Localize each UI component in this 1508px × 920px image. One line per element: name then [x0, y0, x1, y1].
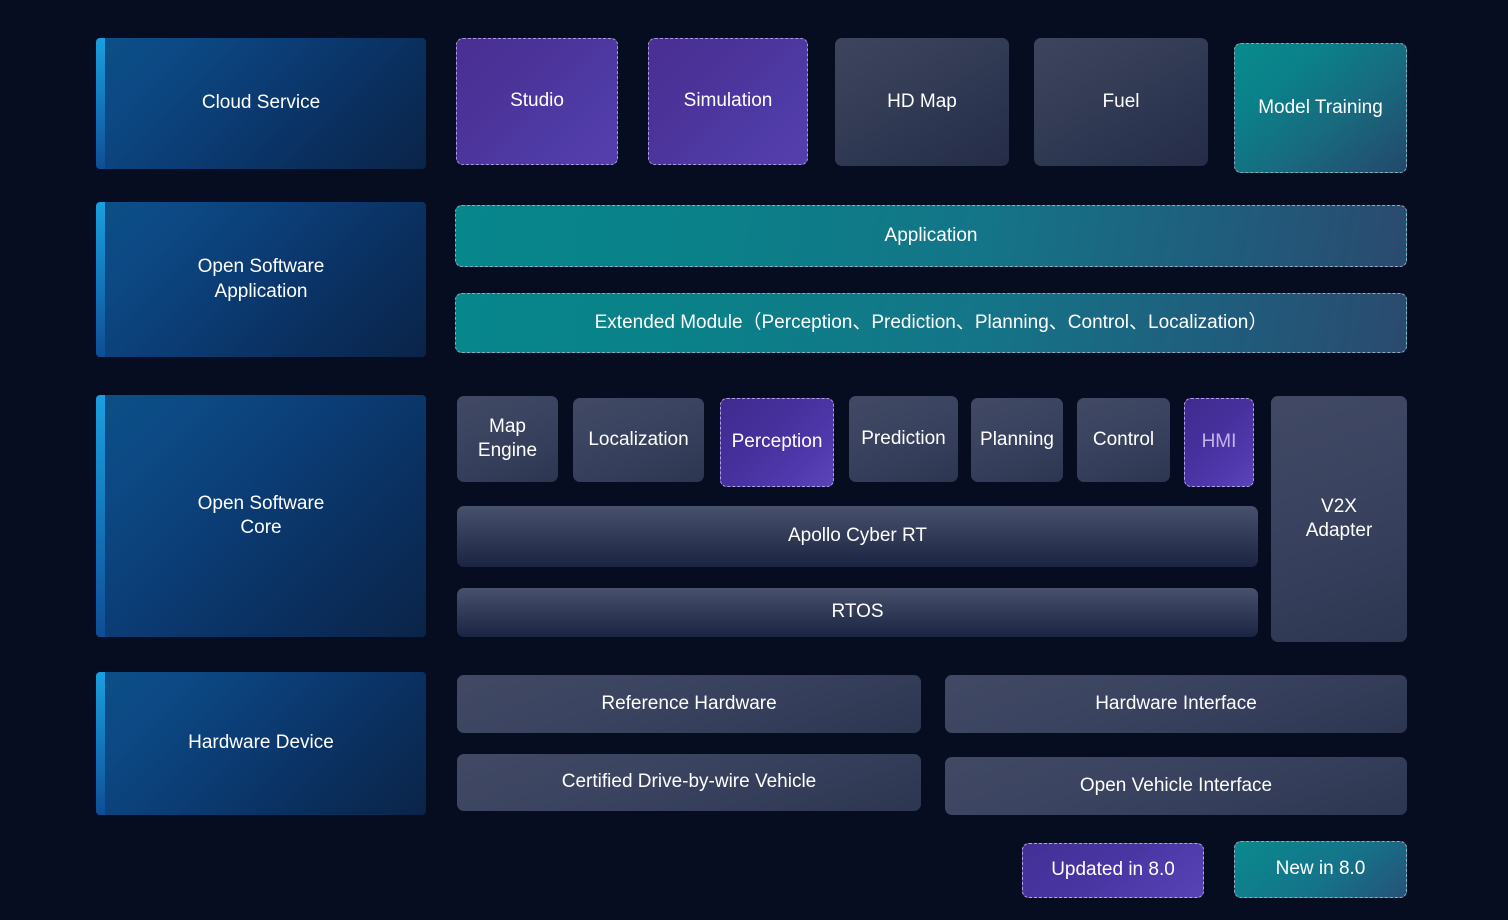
- core-module-label: Prediction: [861, 427, 946, 449]
- hardware-item-certified-drive-by-wire[interactable]: Certified Drive-by-wire Vehicle: [457, 754, 921, 811]
- legend-item-updated[interactable]: Updated in 8.0: [1022, 843, 1204, 898]
- core-module-planning[interactable]: Planning: [971, 398, 1063, 482]
- stage-accent-bar: [96, 38, 105, 169]
- core-module-label: Control: [1092, 428, 1155, 450]
- cloud-item-model-training[interactable]: Model Training: [1234, 43, 1407, 173]
- cloud-item-label: HD Map: [887, 90, 957, 112]
- core-module-hmi[interactable]: HMI: [1184, 398, 1254, 487]
- stage-label: Open Software Core: [197, 492, 325, 538]
- cloud-item-hd-map[interactable]: HD Map: [835, 38, 1009, 166]
- legend-item-label: Updated in 8.0: [1051, 859, 1175, 881]
- platform-bar-label: RTOS: [831, 601, 884, 623]
- cloud-item-label: Model Training: [1258, 96, 1383, 118]
- stage-panel-open-software-application[interactable]: Open Software Application: [96, 202, 426, 357]
- core-module-label: Perception: [731, 431, 823, 453]
- core-module-label: V2X Adapter: [1305, 495, 1373, 541]
- stage-accent-bar: [96, 202, 105, 357]
- stage-accent-bar: [96, 395, 105, 637]
- hardware-item-reference-hardware[interactable]: Reference Hardware: [457, 675, 921, 733]
- core-module-label: Map Engine: [477, 415, 538, 461]
- platform-bar-rtos[interactable]: RTOS: [457, 588, 1258, 637]
- core-module-control[interactable]: Control: [1077, 398, 1170, 482]
- hardware-item-label: Open Vehicle Interface: [1079, 774, 1273, 796]
- extended-module-bar-label: Extended Module（Perception、Prediction、Pl…: [594, 311, 1268, 333]
- hardware-item-label: Reference Hardware: [601, 692, 777, 714]
- cloud-item-label: Studio: [510, 90, 564, 112]
- stage-panel-open-software-core[interactable]: Open Software Core: [96, 395, 426, 637]
- application-bar[interactable]: Application: [455, 205, 1407, 267]
- core-module-perception[interactable]: Perception: [720, 398, 834, 487]
- stage-label: Hardware Device: [188, 732, 334, 754]
- core-module-prediction[interactable]: Prediction: [849, 396, 958, 482]
- legend-item-label: New in 8.0: [1275, 858, 1366, 880]
- cloud-item-studio[interactable]: Studio: [456, 38, 618, 165]
- stage-accent-bar: [96, 672, 105, 815]
- hardware-item-hardware-interface[interactable]: Hardware Interface: [945, 675, 1407, 733]
- cloud-item-fuel[interactable]: Fuel: [1034, 38, 1208, 166]
- core-module-label: HMI: [1201, 431, 1237, 453]
- core-module-label: Planning: [980, 428, 1054, 450]
- stage-panel-hardware-device[interactable]: Hardware Device: [96, 672, 426, 815]
- cloud-item-label: Fuel: [1102, 90, 1140, 112]
- hardware-item-label: Hardware Interface: [1095, 692, 1257, 714]
- core-module-localization[interactable]: Localization: [573, 398, 704, 482]
- legend-item-new[interactable]: New in 8.0: [1234, 841, 1407, 898]
- core-module-v2x-adapter[interactable]: V2X Adapter: [1271, 396, 1407, 642]
- stage-label: Open Software Application: [197, 256, 325, 302]
- platform-bar-label: Apollo Cyber RT: [787, 525, 928, 547]
- stage-panel-cloud-service[interactable]: Cloud Service: [96, 38, 426, 169]
- platform-bar-apollo-cyber-rt[interactable]: Apollo Cyber RT: [457, 506, 1258, 567]
- core-module-label: Localization: [588, 428, 689, 450]
- cloud-item-label: Simulation: [683, 90, 773, 112]
- application-bar-label: Application: [884, 224, 978, 246]
- core-module-map-engine[interactable]: Map Engine: [457, 396, 558, 482]
- stage-label: Cloud Service: [201, 92, 321, 114]
- hardware-item-label: Certified Drive-by-wire Vehicle: [561, 771, 817, 793]
- extended-module-bar[interactable]: Extended Module（Perception、Prediction、Pl…: [455, 293, 1407, 353]
- cloud-item-simulation[interactable]: Simulation: [648, 38, 808, 165]
- hardware-item-open-vehicle-interface[interactable]: Open Vehicle Interface: [945, 757, 1407, 815]
